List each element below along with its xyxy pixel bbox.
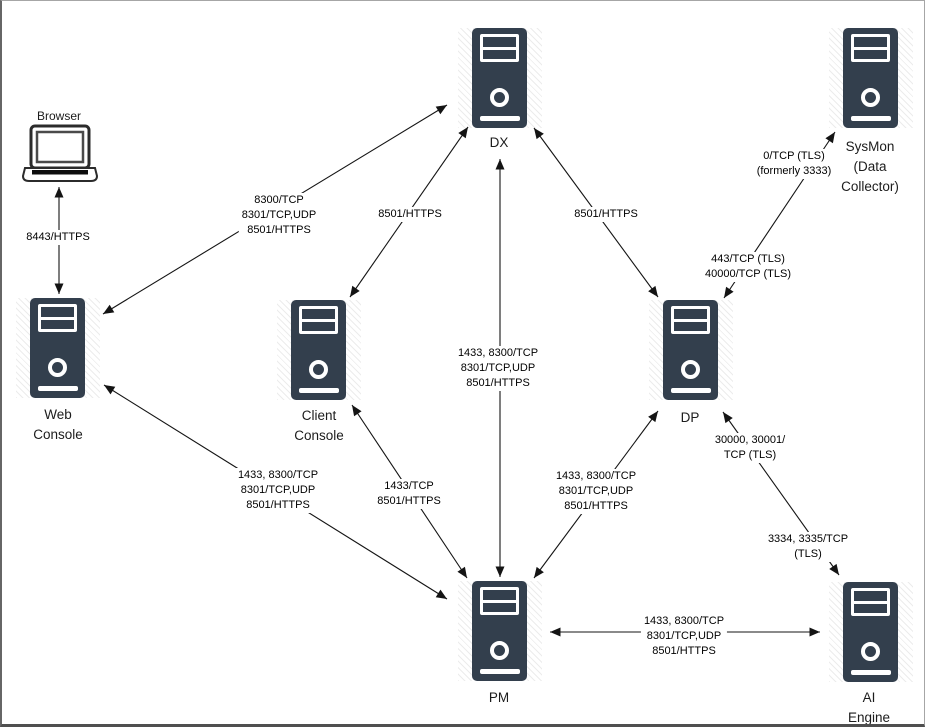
edge-label-client-console-pm: 1433/TCP 8501/HTTPS bbox=[374, 479, 444, 509]
edge-label-web-console-dx: 8300/TCP 8301/TCP,UDP 8501/HTTPS bbox=[238, 193, 320, 238]
node-label-sysmon: SysMon (Data Collector) bbox=[841, 139, 899, 194]
edge-label-dp-ai-lower: 3334, 3335/TCP (TLS) bbox=[764, 532, 852, 562]
server-icon-web-console bbox=[30, 298, 85, 398]
node-label-pm: PM bbox=[488, 690, 510, 705]
drive-bay bbox=[38, 304, 77, 332]
node-label-ai-engine: AI Engine bbox=[847, 690, 891, 725]
edge-label-client-console-dx: 8501/HTTPS bbox=[375, 207, 445, 222]
edge-label-dp-sysmon-upper: 0/TCP (TLS) (formerly 3333) bbox=[753, 149, 835, 179]
node-label-web-console: Web Console bbox=[33, 407, 83, 442]
server-icon-sysmon bbox=[843, 28, 898, 128]
base-bar bbox=[479, 669, 520, 674]
drive-bay bbox=[851, 34, 890, 62]
server-icon-dp bbox=[663, 300, 718, 400]
power-button bbox=[490, 641, 509, 660]
drive-bay bbox=[671, 306, 710, 334]
power-button bbox=[861, 88, 880, 107]
server-icon-ai-engine bbox=[843, 582, 898, 682]
base-bar bbox=[298, 388, 339, 393]
laptop-icon bbox=[22, 124, 98, 182]
node-label-client-console: Client Console bbox=[294, 408, 344, 443]
edge-label-dx-pm: 1433, 8300/TCP 8301/TCP,UDP 8501/HTTPS bbox=[454, 346, 542, 391]
edge-label-dp-pm: 1433, 8300/TCP 8301/TCP,UDP 8501/HTTPS bbox=[552, 469, 640, 514]
node-label-browser: Browser bbox=[36, 109, 82, 123]
edge-label-browser-web-console: 8443/HTTPS bbox=[23, 230, 93, 245]
edge-label-dp-ai-upper: 30000, 30001/ TCP (TLS) bbox=[711, 433, 789, 463]
power-button bbox=[490, 88, 509, 107]
edge-label-web-console-pm: 1433, 8300/TCP 8301/TCP,UDP 8501/HTTPS bbox=[234, 468, 322, 513]
base-bar bbox=[37, 386, 78, 391]
base-bar bbox=[479, 116, 520, 121]
power-button bbox=[861, 642, 880, 661]
node-label-dp: DP bbox=[680, 410, 700, 425]
base-bar bbox=[670, 388, 711, 393]
edge-label-dp-sysmon-lower: 443/TCP (TLS) 40000/TCP (TLS) bbox=[701, 252, 795, 282]
node-label-dx: DX bbox=[489, 135, 509, 150]
server-icon-pm bbox=[472, 581, 527, 681]
server-icon-dx bbox=[472, 28, 527, 128]
base-bar bbox=[850, 116, 891, 121]
drive-bay bbox=[480, 34, 519, 62]
server-icon-client-console bbox=[291, 300, 346, 400]
base-bar bbox=[850, 670, 891, 675]
power-button bbox=[681, 360, 700, 379]
drive-bay bbox=[480, 587, 519, 615]
drive-bay bbox=[299, 306, 338, 334]
edge-label-dp-dx: 8501/HTTPS bbox=[571, 207, 641, 222]
drive-bay bbox=[851, 588, 890, 616]
power-button bbox=[309, 360, 328, 379]
power-button bbox=[48, 358, 67, 377]
edge-label-pm-ai-engine: 1433, 8300/TCP 8301/TCP,UDP 8501/HTTPS bbox=[640, 614, 728, 659]
